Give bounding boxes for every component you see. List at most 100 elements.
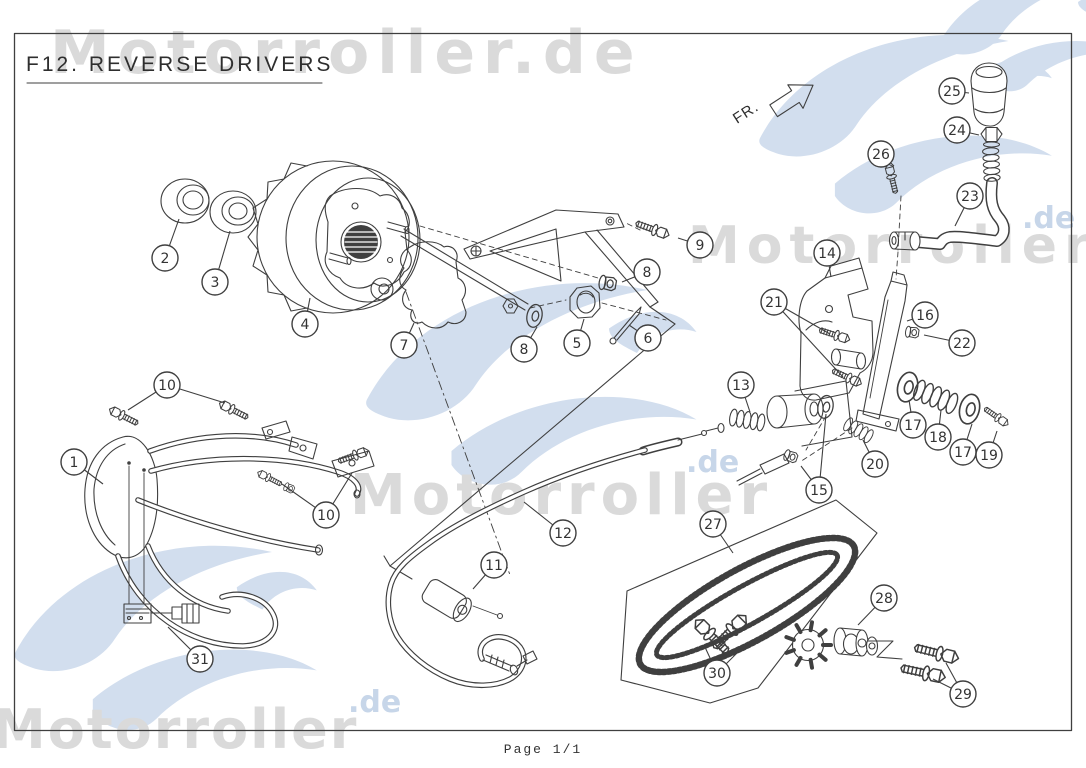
callout-circle-17: [899, 411, 927, 439]
callout-number-18: 18: [929, 430, 947, 446]
callout-number-6: 6: [644, 331, 653, 347]
chain-assembly: [620, 499, 878, 704]
callout-circle-24: [943, 116, 971, 144]
callout-circle-31: [186, 645, 214, 673]
shift-rod-assembly: [888, 62, 1010, 251]
callout-circle-6: [634, 324, 662, 352]
callout-number-31: 31: [191, 652, 209, 668]
callout-circle-3: [201, 268, 229, 296]
shift-mechanism-assembly: [736, 195, 908, 486]
callout-18: 18: [924, 423, 952, 451]
callout-25: 25: [938, 77, 966, 105]
callout-circle-13: [727, 371, 755, 399]
callout-circle-12: [549, 519, 577, 547]
callout-7: 7: [390, 331, 418, 359]
callout-24: 24: [943, 116, 971, 144]
callout-number-10: 10: [158, 378, 176, 394]
callout-circle-7: [390, 331, 418, 359]
callout-number-4: 4: [301, 317, 310, 333]
fr-direction-arrow: [769, 84, 814, 118]
callout-circle-18: [924, 423, 952, 451]
callout-circle-25: [938, 77, 966, 105]
callout-number-24: 24: [948, 123, 966, 139]
callout-number-7: 7: [400, 338, 409, 354]
callout-4: 4: [291, 310, 319, 338]
callout-number-10: 10: [317, 508, 335, 524]
callout-number-15: 15: [810, 483, 828, 499]
callout-2: 2: [151, 244, 179, 272]
callout-circle-19: [975, 441, 1003, 469]
callout-20: 20: [861, 450, 889, 478]
callout-circle-29: [949, 680, 977, 708]
callout-number-20: 20: [866, 457, 884, 473]
callout-circle-1: [60, 448, 88, 476]
callout-number-25: 25: [943, 84, 961, 100]
brand-bird-watermark: [759, 34, 1052, 214]
callout-circle-10: [153, 371, 181, 399]
callout-8: 8: [510, 335, 538, 363]
callout-number-11: 11: [485, 558, 503, 574]
callout-14: 14: [813, 239, 841, 267]
callout-15: 15: [805, 476, 833, 504]
watermark-text-right: Motorroller: [688, 216, 1086, 276]
page-number: Page 1/1: [504, 742, 582, 757]
callout-1: 1: [60, 448, 88, 476]
callout-5: 5: [563, 329, 591, 357]
callout-8: 8: [633, 258, 661, 286]
callout-number-21: 21: [765, 295, 783, 311]
bracket-plate-assembly: [383, 209, 676, 580]
callout-9: 9: [686, 231, 714, 259]
callout-circle-2: [151, 244, 179, 272]
callout-circle-8: [633, 258, 661, 286]
wire-connector: [123, 603, 200, 624]
watermark-suffix-center: .de: [686, 445, 739, 480]
callout-30: 30: [703, 659, 731, 687]
callout-number-30: 30: [708, 666, 726, 682]
callout-circle-22: [948, 329, 976, 357]
callout-number-8: 8: [643, 265, 652, 281]
callout-number-17: 17: [954, 445, 972, 461]
callout-circle-10: [312, 501, 340, 529]
callout-circle-27: [699, 510, 727, 538]
callout-number-17: 17: [904, 418, 922, 434]
callout-circle-11: [480, 551, 508, 579]
callout-number-16: 16: [916, 308, 934, 324]
line-art: [13, 32, 1073, 732]
callout-circle-23: [956, 182, 984, 210]
callout-circle-9: [686, 231, 714, 259]
callout-number-27: 27: [704, 517, 722, 533]
callout-number-23: 23: [961, 189, 979, 205]
callout-circle-15: [805, 476, 833, 504]
callout-27: 27: [699, 510, 727, 538]
callout-circle-20: [861, 450, 889, 478]
callout-number-22: 22: [953, 336, 971, 352]
callout-number-13: 13: [732, 378, 750, 394]
callout-17: 17: [949, 438, 977, 466]
callout-3: 3: [201, 268, 229, 296]
callout-circle-14: [813, 239, 841, 267]
callout-19: 19: [975, 441, 1003, 469]
page-title: F12. REVERSE DRIVERS: [26, 53, 333, 76]
watermark-suffix-bottom: .de: [348, 685, 401, 720]
callout-31: 31: [186, 645, 214, 673]
guard-frame-assembly: [84, 420, 375, 649]
callout-number-2: 2: [161, 251, 170, 267]
watermark-text-top: Motorroller.de: [50, 18, 643, 88]
callout-circle-21: [760, 288, 788, 316]
callout-number-26: 26: [872, 147, 890, 163]
callout-23: 23: [956, 182, 984, 210]
callout-number-14: 14: [818, 246, 836, 262]
callout-12: 12: [549, 519, 577, 547]
callout-21: 21: [760, 288, 788, 316]
callout-circle-28: [870, 584, 898, 612]
watermark-suffix-right: .de: [1022, 201, 1075, 236]
callout-number-8: 8: [520, 342, 529, 358]
callout-10: 10: [153, 371, 181, 399]
callout-number-1: 1: [70, 455, 79, 471]
callout-number-29: 29: [954, 687, 972, 703]
callout-circle-4: [291, 310, 319, 338]
callout-16: 16: [911, 301, 939, 329]
callout-10: 10: [312, 501, 340, 529]
callout-number-5: 5: [573, 336, 582, 352]
